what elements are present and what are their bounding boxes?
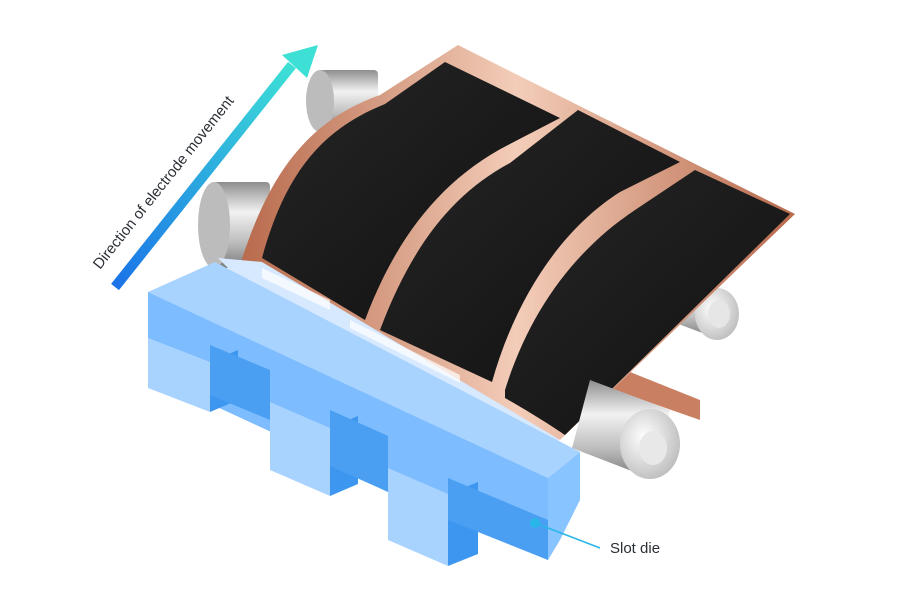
- direction-arrow: [111, 45, 318, 291]
- lower-front-roller: [572, 380, 680, 479]
- slot-die-leader: [530, 518, 601, 549]
- arrow-head-icon: [282, 45, 318, 78]
- slot-die: [148, 258, 580, 566]
- coating-stripe-1: [262, 62, 560, 320]
- coating-stripe-3: [505, 170, 790, 435]
- direction-arrow-shaft: [111, 61, 296, 291]
- coating-stripe-2: [380, 110, 680, 382]
- slot-die-top-face: [148, 262, 580, 478]
- slot-die-label: Slot die: [610, 540, 660, 557]
- leader-line: [534, 522, 601, 549]
